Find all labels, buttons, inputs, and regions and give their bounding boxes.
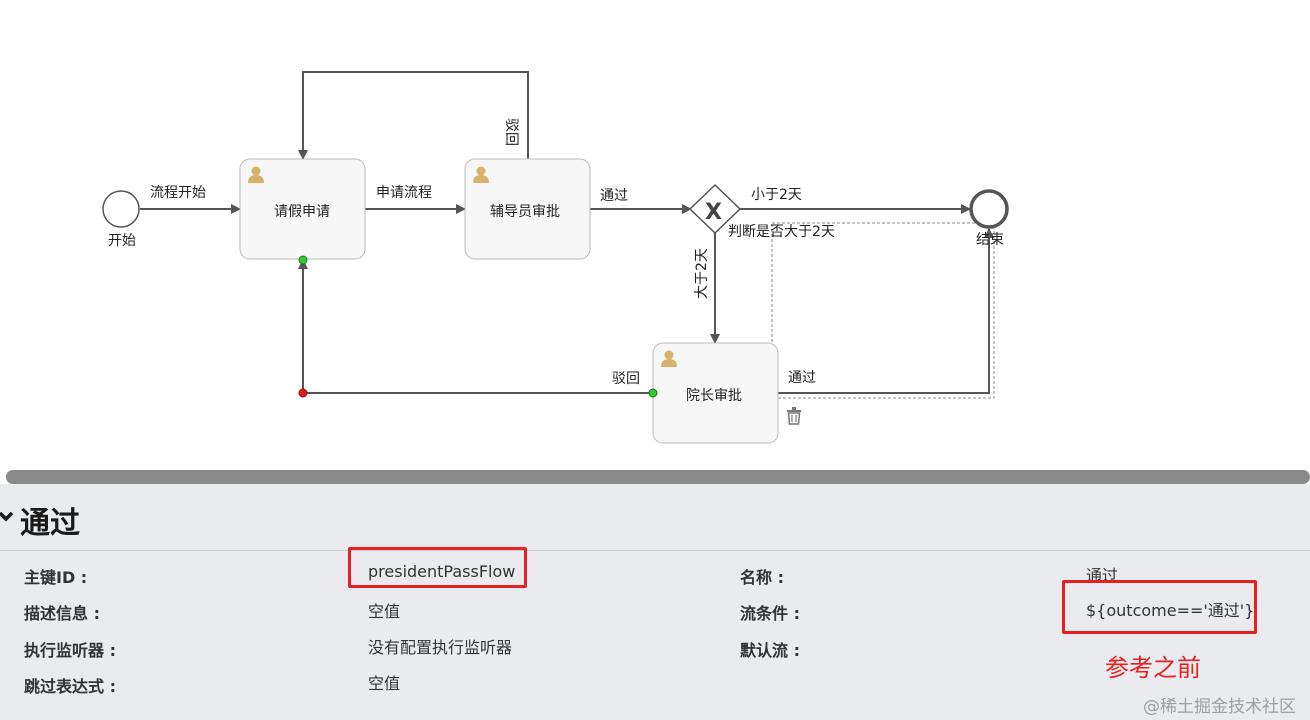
- waypoint-bend-handle[interactable]: [298, 388, 308, 398]
- id-value[interactable]: presidentPassFlow: [368, 562, 516, 581]
- flow-label-dean-pass: 通过: [788, 370, 816, 386]
- panel-resize-splitter[interactable]: [6, 470, 1310, 484]
- waypoint-handle[interactable]: [648, 388, 658, 398]
- condition-value[interactable]: ${outcome=='通过'}: [1086, 601, 1255, 620]
- flow-label-counselor-reject: 驳回: [503, 118, 519, 146]
- condition-label: 流条件 :: [740, 604, 800, 623]
- flow-dean-reject[interactable]: [298, 259, 653, 394]
- description-value[interactable]: 空值: [368, 602, 401, 621]
- task-counselor-approval-label: 辅导员审批: [490, 204, 560, 220]
- flow-counselor-reject[interactable]: [298, 71, 529, 160]
- chevron-down-icon[interactable]: [0, 506, 14, 526]
- end-event[interactable]: [969, 189, 1009, 229]
- task-leave-request[interactable]: 请假申请: [239, 158, 366, 260]
- listener-value[interactable]: 没有配置执行监听器: [368, 638, 513, 657]
- flow-label-process-start: 流程开始: [150, 185, 206, 201]
- gateway-x-icon: X: [705, 200, 722, 225]
- task-leave-request-label: 请假申请: [274, 204, 330, 220]
- name-label: 名称 :: [740, 568, 784, 587]
- task-counselor-approval[interactable]: 辅导员审批: [464, 158, 591, 260]
- end-event-label: 结束: [976, 232, 1004, 248]
- annotation-note: 参考之前: [1105, 654, 1201, 682]
- default-flow-label: 默认流 :: [740, 641, 800, 660]
- properties-panel: 通过: [0, 484, 1310, 720]
- process-diagram-canvas[interactable]: 开始 请假申请 辅导员审批 院长审批 X 判断是否大于2天 结束: [0, 0, 1310, 470]
- skip-expression-label: 跳过表达式 :: [24, 677, 116, 696]
- exclusive-gateway[interactable]: X: [688, 183, 742, 235]
- flow-dean-pass[interactable]: [778, 228, 994, 394]
- id-highlight-box: [348, 547, 527, 588]
- task-dean-approval-label: 院长审批: [686, 388, 742, 404]
- gateway-label: 判断是否大于2天: [728, 224, 835, 240]
- condition-highlight-box: [1062, 580, 1257, 634]
- listener-label: 执行监听器 :: [24, 641, 116, 660]
- flow-label-apply: 申请流程: [376, 185, 432, 201]
- task-dean-approval[interactable]: 院长审批: [652, 342, 779, 444]
- watermark: @稀土掘金技术社区: [1143, 697, 1296, 717]
- skip-expression-value[interactable]: 空值: [368, 674, 401, 693]
- trash-icon[interactable]: [787, 407, 801, 425]
- flow-label-more-than-2-days: 大于2天: [694, 248, 710, 299]
- flow-label-less-than-2-days: 小于2天: [751, 187, 802, 203]
- start-event[interactable]: [102, 190, 140, 228]
- flow-label-counselor-pass: 通过: [600, 188, 628, 204]
- waypoint-handle[interactable]: [298, 255, 308, 265]
- properties-panel-header: 通过: [0, 484, 1310, 551]
- id-label: 主键ID :: [24, 568, 88, 587]
- start-event-label: 开始: [108, 233, 136, 249]
- flow-label-dean-reject: 驳回: [612, 371, 640, 387]
- description-label: 描述信息 :: [24, 604, 100, 623]
- panel-title: 通过: [20, 506, 80, 541]
- selection-outline: [771, 222, 995, 399]
